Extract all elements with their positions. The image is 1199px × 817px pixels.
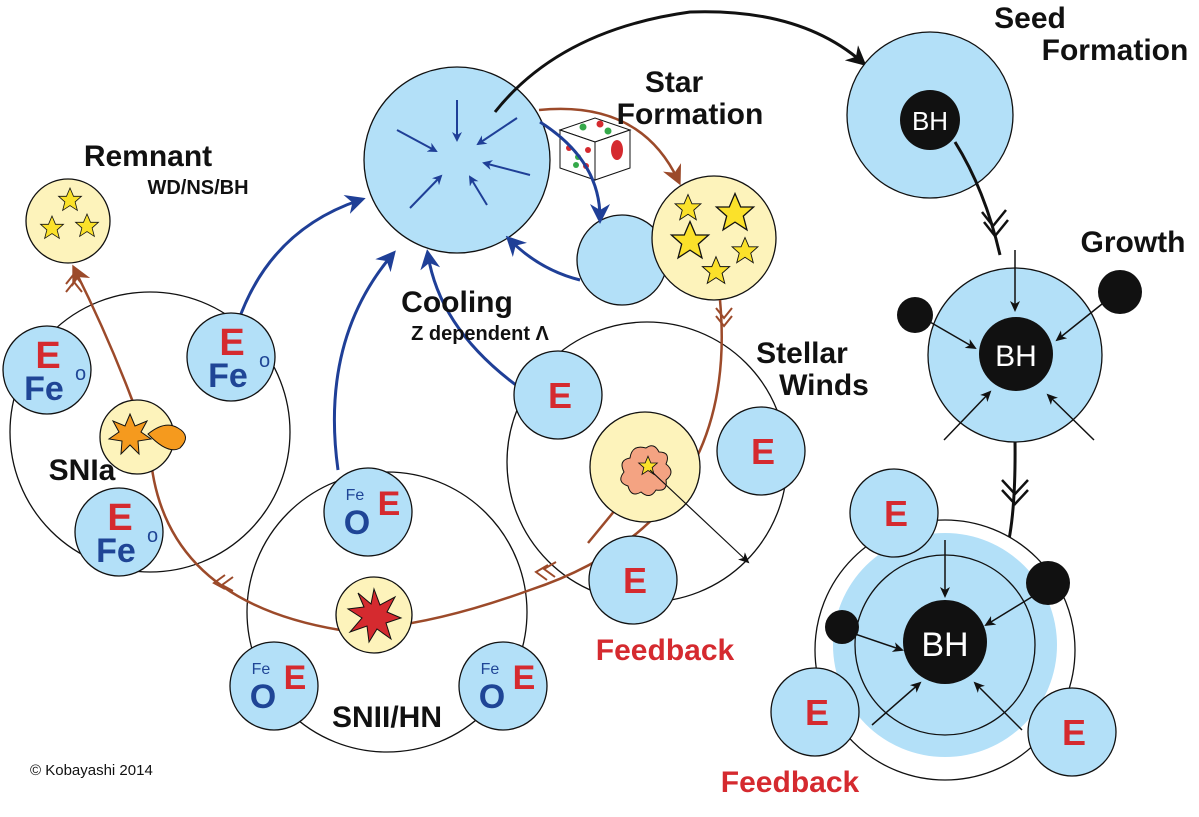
star-cluster <box>651 175 777 301</box>
growth-bh-label: BH <box>995 340 1037 373</box>
snii-label: SNII/HN <box>332 701 442 734</box>
growth-bh <box>979 317 1053 391</box>
feedback-accretion-arrows <box>854 540 1036 731</box>
seed-bh <box>900 90 960 150</box>
energy-symbol: E <box>35 335 60 377</box>
snii-bubble-2: Fe O E <box>229 641 319 731</box>
iron-symbol: Fe <box>96 532 136 570</box>
seed-bh-label: BH <box>912 106 948 136</box>
gas-cloud <box>363 66 551 254</box>
oxygen-symbol: O <box>250 678 276 716</box>
feedback-bh <box>903 600 987 684</box>
star-formation-label-2: Formation <box>617 98 764 131</box>
iron-sup: Fe <box>252 661 271 678</box>
cooling-sub-label: Z dependent Λ <box>411 323 549 345</box>
energy-symbol: E <box>805 692 829 733</box>
copyright-label: © Kobayashi 2014 <box>30 762 153 779</box>
remnant-types-label: WD/NS/BH <box>147 177 248 199</box>
infalling-mass-left <box>897 297 933 333</box>
bh-column-chevrons <box>981 209 1029 506</box>
infalling-mass-right <box>1098 270 1142 314</box>
cooling-inflow-arrows <box>396 100 531 209</box>
cooling-return-arrows <box>236 120 610 471</box>
wind-bubble-1: E <box>513 350 603 440</box>
feedback-mass-left <box>825 610 859 644</box>
feedback-mass-right <box>1026 561 1070 605</box>
energy-symbol: E <box>284 659 307 697</box>
snia-explosion-icon <box>107 412 153 456</box>
snii-explosion-icon <box>346 587 403 644</box>
energy-symbol: E <box>884 493 908 534</box>
snia-bubble-2: E o Fe <box>186 312 276 402</box>
energy-symbol: E <box>378 485 401 523</box>
snia-bubble-3: E o Fe <box>74 487 164 577</box>
wind-bubble-2: E <box>716 406 806 496</box>
star-cluster-stars <box>669 191 760 285</box>
energy-symbol: E <box>513 659 536 697</box>
energy-symbol: E <box>751 431 775 472</box>
bh-feedback-label: Feedback <box>721 766 860 799</box>
energy-symbol: E <box>1062 712 1086 753</box>
oxygen-sub: o <box>75 363 86 385</box>
oxygen-sub: o <box>147 525 158 547</box>
snii-bubble-1: Fe O E <box>323 467 413 557</box>
oxygen-sub: o <box>259 350 270 372</box>
snia-bubble-1: E o Fe <box>2 325 92 415</box>
growth-label: Growth <box>1081 226 1186 259</box>
energy-symbol: E <box>107 497 132 539</box>
iron-sup: Fe <box>481 661 500 678</box>
stellar-winds-label-1: Stellar <box>756 337 848 370</box>
energy-symbol: E <box>219 322 244 364</box>
wind-bubble-3: E <box>588 535 678 625</box>
remnant-cluster <box>25 178 111 264</box>
seed-formation-label-2: Formation <box>1042 34 1189 67</box>
bh-energy-bubble-1: E <box>849 468 939 558</box>
growth-accretion-arrows <box>929 250 1103 441</box>
snia-label: SNIa <box>49 454 116 487</box>
oxygen-symbol: O <box>479 678 505 716</box>
bh-energy-bubble-2: E <box>770 667 860 757</box>
wind-radius-arrow <box>649 469 750 564</box>
cooling-label: Cooling <box>401 286 513 319</box>
snii-bubble-3: Fe O E <box>458 641 548 731</box>
iron-sup: Fe <box>346 487 365 504</box>
companion-star-icon <box>147 424 186 451</box>
feedback-bh-label: BH <box>921 626 968 664</box>
iron-symbol: Fe <box>24 370 64 408</box>
energy-symbol: E <box>623 560 647 601</box>
energy-symbol: E <box>548 375 572 416</box>
remnant-stars <box>39 186 100 240</box>
stellar-winds-label-2: Winds <box>779 369 869 402</box>
oxygen-symbol: O <box>344 504 370 542</box>
iron-symbol: Fe <box>208 357 248 395</box>
remnant-label: Remnant <box>84 140 212 173</box>
bh-energy-bubble-3: E <box>1027 687 1117 777</box>
wind-star-icon <box>637 455 659 476</box>
lifecycle-chevrons <box>65 272 733 592</box>
seed-arrow <box>493 10 867 113</box>
seed-formation-label-1: Seed <box>994 2 1066 35</box>
stellar-feedback-label: Feedback <box>596 634 735 667</box>
star-formation-label-1: Star <box>645 66 704 99</box>
